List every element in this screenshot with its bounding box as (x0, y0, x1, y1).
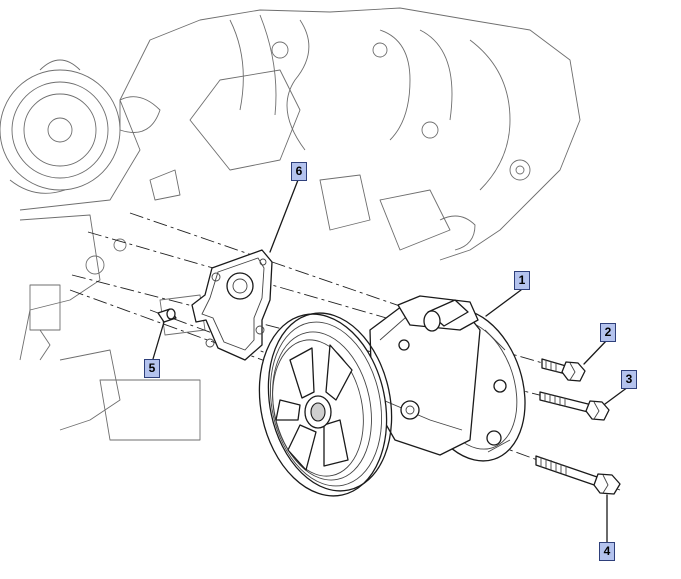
water-pump-pulley (258, 312, 393, 497)
callout-1: 1 (514, 271, 530, 290)
gasket (191, 249, 273, 361)
callout-2: 2 (600, 323, 616, 342)
dowel-pin (157, 308, 177, 323)
engine-block-background (0, 7, 581, 441)
bolt-short (541, 358, 586, 382)
leader-lines (152, 179, 629, 544)
bolt-long (535, 455, 621, 495)
bolt-medium (539, 391, 610, 421)
callout-5: 5 (144, 359, 160, 378)
water-pump-housing (369, 295, 526, 462)
callout-4: 4 (599, 542, 615, 561)
callout-3: 3 (621, 370, 637, 389)
callout-6: 6 (291, 162, 307, 181)
